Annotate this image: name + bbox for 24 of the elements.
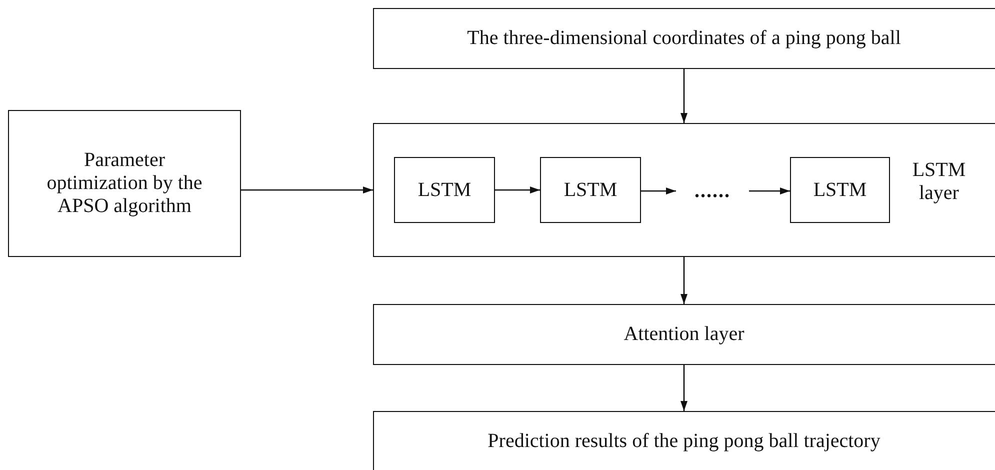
box-label: LSTM <box>418 178 472 202</box>
process-box <box>373 411 995 470</box>
box-label: Parameter optimization by the APSO algorithm <box>46 149 204 218</box>
lstm-cell-box <box>394 157 495 223</box>
ellipsis-text: ...... <box>694 180 730 202</box>
lstm-cell-box <box>540 157 641 223</box>
lstm-cell-box <box>790 157 890 223</box>
box-label: LSTM <box>564 178 618 202</box>
arrow <box>241 186 373 194</box>
arrow <box>680 69 688 123</box>
process-box <box>373 304 995 365</box>
box-label: Prediction results of the ping pong ball trajectory <box>488 430 880 452</box>
layer-label: LSTM layer <box>911 159 967 205</box>
layer-box <box>373 123 995 257</box>
box-label: LSTM <box>813 178 867 202</box>
box-label: Attention layer <box>624 323 744 346</box>
arrow <box>680 257 688 304</box>
box-label: The three-dimensional coordinates of a ping pong ball <box>467 27 901 50</box>
arrow <box>680 365 688 411</box>
process-box <box>373 8 995 69</box>
arrow <box>749 188 790 194</box>
arrow <box>495 186 540 194</box>
arrow <box>641 188 676 194</box>
process-box <box>8 110 241 257</box>
